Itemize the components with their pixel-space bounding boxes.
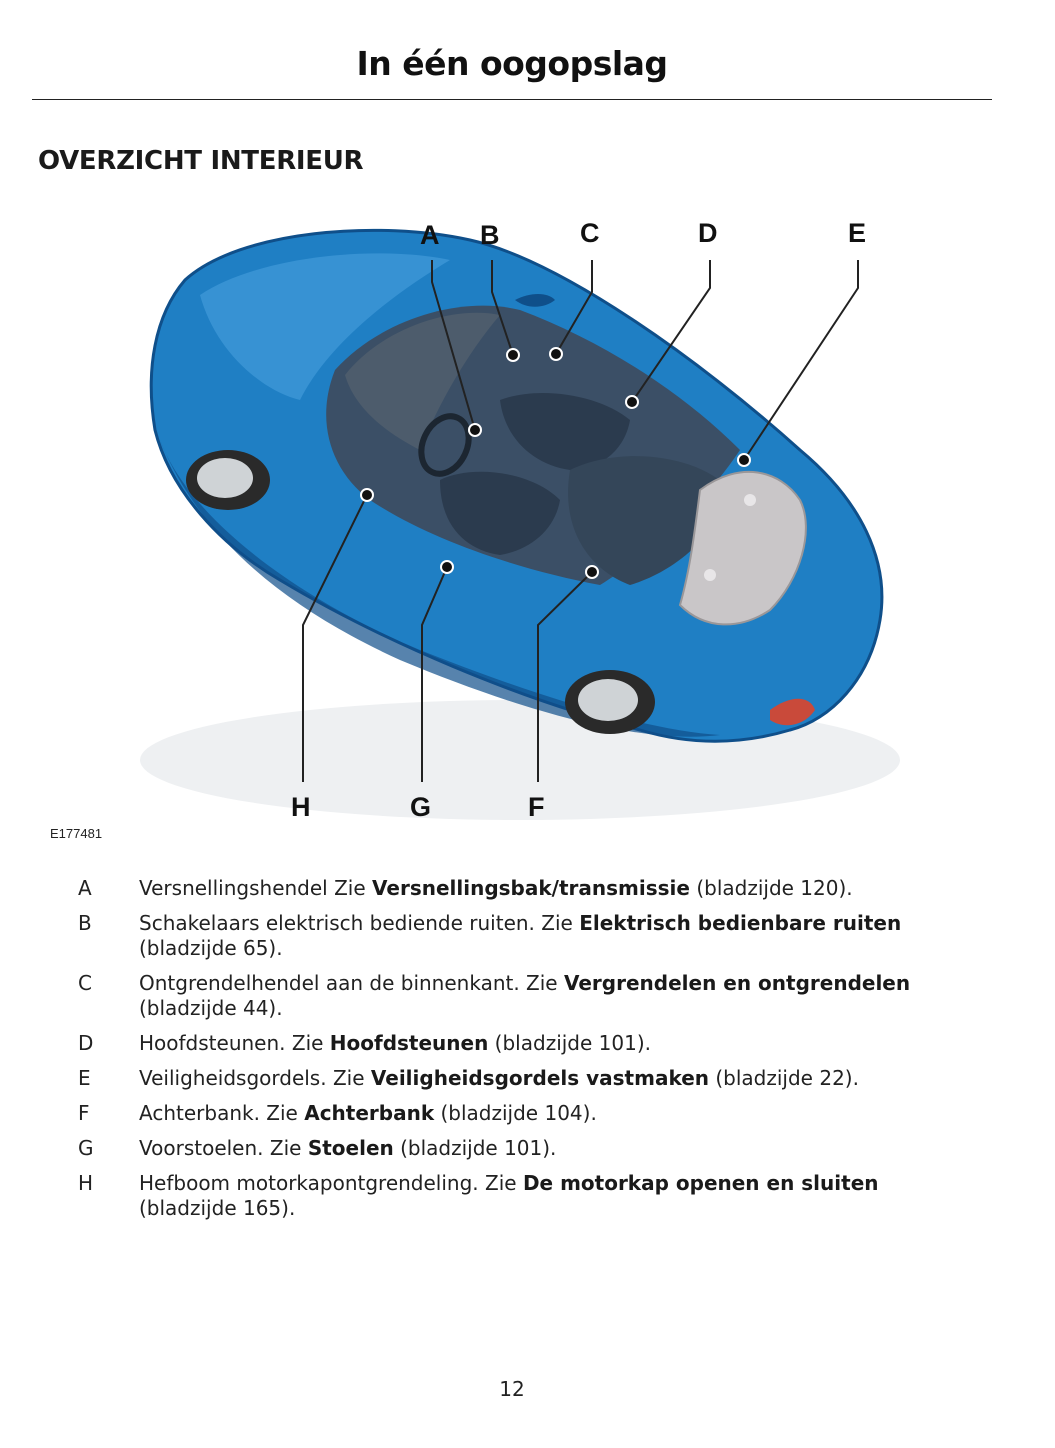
legend-key: G: [78, 1136, 98, 1161]
legend-page-ref: (bladzijde 120).: [690, 876, 853, 900]
legend-item: B Schakelaars elektrisch bediende ruiten…: [0, 911, 969, 961]
callout-dot-f: [586, 566, 598, 578]
legend-reference: Achterbank: [304, 1101, 434, 1125]
callout-label-f: F: [528, 792, 545, 822]
callout-label-d: D: [698, 218, 718, 248]
callout-dot-b: [507, 349, 519, 361]
legend-page-ref: (bladzijde 65).: [139, 936, 283, 960]
front-wheel-rim: [197, 458, 253, 498]
legend-text: Achterbank. Zie: [139, 1101, 304, 1125]
callout-label-h: H: [291, 792, 311, 822]
legend-text: Versnellingshendel Zie: [139, 876, 372, 900]
legend-item: D Hoofdsteunen. Zie Hoofdsteunen (bladzi…: [0, 1031, 969, 1056]
figure-id: E177481: [50, 826, 102, 841]
legend-text: Schakelaars elektrisch bediende ruiten. …: [139, 911, 579, 935]
callout-legend: A Versnellingshendel Zie Versnellingsbak…: [0, 876, 1055, 1231]
legend-reference: Elektrisch bedienbare ruiten: [579, 911, 901, 935]
page-number: 12: [0, 1377, 1024, 1401]
section-title: OVERZICHT INTERIEUR: [38, 146, 363, 176]
legend-item: E Veiligheidsgordels. Zie Veiligheidsgor…: [0, 1066, 969, 1091]
rear-wheel-rim: [578, 679, 638, 721]
legend-text: Hoofdsteunen. Zie: [139, 1031, 330, 1055]
trunk-button-2: [704, 569, 716, 581]
legend-key: F: [78, 1101, 98, 1126]
car-diagram-svg: A B C D E H G F: [0, 200, 1055, 840]
legend-page-ref: (bladzijde 101).: [488, 1031, 651, 1055]
legend-item: C Ontgrendelhendel aan de binnenkant. Zi…: [0, 971, 969, 1021]
callout-label-a: A: [420, 220, 440, 250]
callout-dot-d: [626, 396, 638, 408]
legend-reference: Hoofdsteunen: [330, 1031, 489, 1055]
legend-reference: De motorkap openen en sluiten: [523, 1171, 879, 1195]
legend-page-ref: (bladzijde 22).: [709, 1066, 859, 1090]
legend-key: H: [78, 1171, 98, 1196]
legend-reference: Stoelen: [308, 1136, 394, 1160]
page-header-title: In één oogopslag: [0, 44, 1024, 83]
legend-page-ref: (bladzijde 165).: [139, 1196, 295, 1220]
legend-reference: Versnellingsbak/transmissie: [372, 876, 690, 900]
callout-label-g: G: [410, 792, 431, 822]
callout-label-b: B: [480, 220, 500, 250]
callout-label-c: C: [580, 218, 600, 248]
legend-item: G Voorstoelen. Zie Stoelen (bladzijde 10…: [0, 1136, 969, 1161]
legend-text: Ontgrendelhendel aan de binnenkant. Zie: [139, 971, 564, 995]
legend-key: B: [78, 911, 98, 936]
callout-dot-a: [469, 424, 481, 436]
legend-page-ref: (bladzijde 104).: [434, 1101, 597, 1125]
legend-text: Hefboom motorkapontgrendeling. Zie: [139, 1171, 523, 1195]
car-interior-illustration: A B C D E H G F: [0, 200, 1055, 840]
callout-dot-h: [361, 489, 373, 501]
callout-label-e: E: [848, 218, 866, 248]
legend-key: A: [78, 876, 98, 901]
legend-item: F Achterbank. Zie Achterbank (bladzijde …: [0, 1101, 969, 1126]
legend-item: A Versnellingshendel Zie Versnellingsbak…: [0, 876, 969, 901]
legend-key: C: [78, 971, 98, 996]
callout-dot-c: [550, 348, 562, 360]
legend-page-ref: (bladzijde 44).: [139, 996, 283, 1020]
legend-page-ref: (bladzijde 101).: [394, 1136, 557, 1160]
legend-text: Voorstoelen. Zie: [139, 1136, 308, 1160]
callout-dot-g: [441, 561, 453, 573]
legend-key: E: [78, 1066, 98, 1091]
legend-key: D: [78, 1031, 98, 1056]
callout-dot-e: [738, 454, 750, 466]
legend-item: H Hefboom motorkapontgrendeling. Zie De …: [0, 1171, 969, 1221]
legend-reference: Veiligheidsgordels vastmaken: [371, 1066, 709, 1090]
legend-text: Veiligheidsgordels. Zie: [139, 1066, 371, 1090]
header-divider: [32, 99, 992, 100]
trunk-button-1: [744, 494, 756, 506]
legend-reference: Vergrendelen en ontgrendelen: [564, 971, 910, 995]
